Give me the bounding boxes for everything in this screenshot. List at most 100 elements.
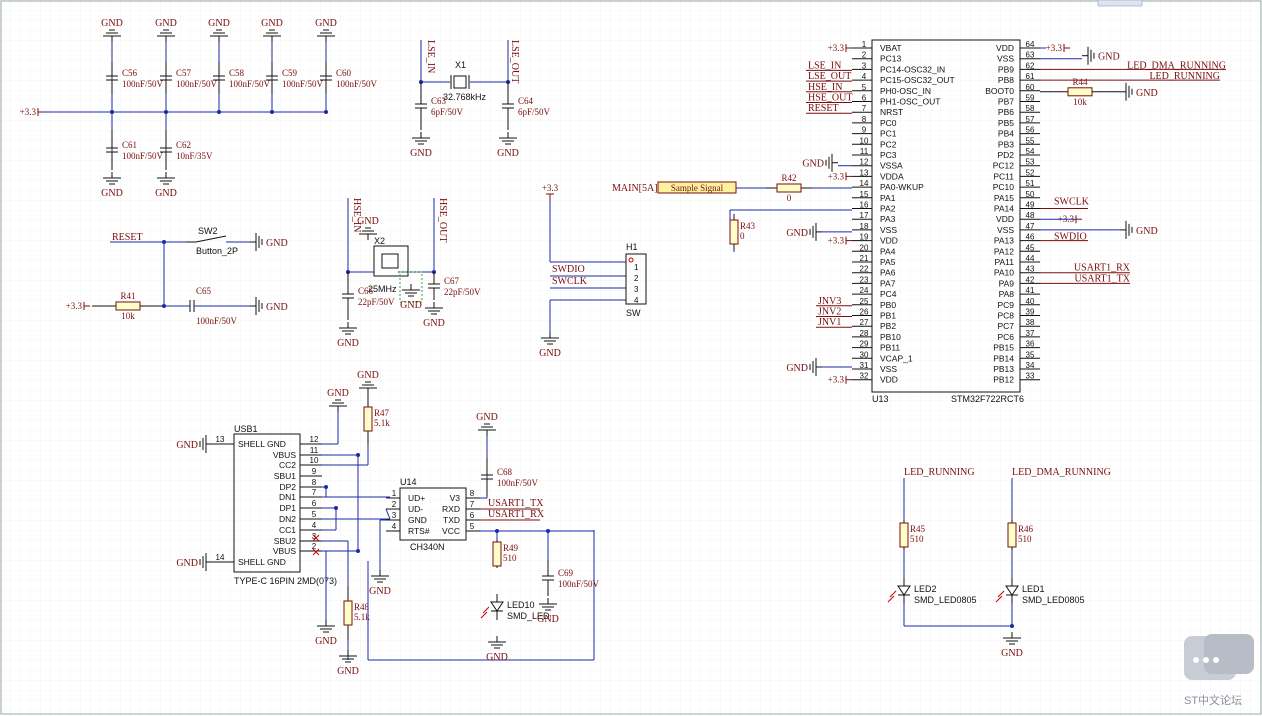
mcu-pin-name: VDD xyxy=(996,214,1014,224)
gnd-symbol xyxy=(317,29,335,42)
cap-value: 6pF/50V xyxy=(431,107,464,117)
gnd-symbol xyxy=(809,358,822,376)
mcu-pin-name: PB7 xyxy=(998,97,1014,107)
header-value: SW xyxy=(626,308,641,318)
usb-part: TYPE-C 16PIN 2MD(073) xyxy=(234,576,337,586)
cap-ref: C68 xyxy=(497,467,513,477)
usb-pin-number: 14 xyxy=(216,553,225,562)
mcu-pin-name: PA8 xyxy=(999,289,1015,299)
led-value: SMD_LED0805 xyxy=(1022,595,1085,605)
v33-label: +3.3 xyxy=(828,236,845,246)
gnd-label: GND xyxy=(357,370,379,381)
mcu-pin-number: 61 xyxy=(1026,72,1035,81)
mcu-pin-number: 60 xyxy=(1026,83,1035,92)
mcu-net-label: SWDIO xyxy=(1054,232,1087,243)
gnd-label: GND xyxy=(369,586,391,597)
usb-pin-name: SHELL GND xyxy=(238,557,286,567)
mcu-pin-name: PA13 xyxy=(994,236,1014,246)
mcu-net-label: LSE_IN xyxy=(808,60,841,71)
mcu-pin-name: PB12 xyxy=(993,375,1014,385)
usb-pin-number: 6 xyxy=(312,499,317,508)
mcu-pin-name: PA7 xyxy=(880,278,896,288)
chip-pin-number: 4 xyxy=(392,522,397,531)
resistor xyxy=(115,301,141,311)
mcu-pin-name: PA4 xyxy=(880,246,896,256)
cap-value: 100nF/50V xyxy=(122,151,164,161)
mcu-pin-number: 18 xyxy=(860,222,869,231)
mcu-pin-number: 26 xyxy=(860,308,869,317)
cap-ref: C69 xyxy=(558,568,574,578)
lse-out-label: LSE_OUT xyxy=(509,40,520,83)
crystal-ref: X2 xyxy=(374,236,385,246)
mcu-pin-number: 4 xyxy=(862,72,867,81)
mcu-pin-number: 47 xyxy=(1026,222,1035,231)
resistor-ref: R48 xyxy=(354,602,370,612)
gnd-symbol xyxy=(541,332,559,345)
chip-pin-number: 6 xyxy=(470,511,475,520)
mcu-pin-name: VSS xyxy=(997,54,1014,64)
mcu-pin-name: PC6 xyxy=(997,332,1014,342)
cap-value: 100nF/50V xyxy=(558,579,600,589)
resistor-value: 510 xyxy=(910,534,924,544)
crystal-x2 xyxy=(381,253,399,269)
resistor xyxy=(343,600,353,626)
usb-pin-name: DP1 xyxy=(279,503,296,513)
resistor-ref: R43 xyxy=(740,221,756,231)
gnd-label: GND xyxy=(315,18,337,29)
gnd-symbol xyxy=(263,29,281,42)
mcu-pin-name: PC11 xyxy=(993,171,1014,181)
cap-value: 100nF/50V xyxy=(229,79,271,89)
mcu-pin-name: PC14-OSC32_IN xyxy=(880,64,945,74)
chip-pin-name: RTS# xyxy=(408,526,430,536)
gnd-label: GND xyxy=(476,412,498,423)
usb-pin-number: 4 xyxy=(312,521,317,530)
gnd-label: GND xyxy=(315,636,337,647)
mcu-pin-name: PH1-OSC_OUT xyxy=(880,97,940,107)
mcu-net-label: HSE_IN xyxy=(808,82,842,93)
usb-pin-name: DP2 xyxy=(279,482,296,492)
wire xyxy=(385,508,391,520)
resistor-value: 0 xyxy=(787,193,792,203)
hse-out-label: HSE_OUT xyxy=(437,198,448,242)
cap-ref: C64 xyxy=(518,96,534,106)
mcu-pin-number: 35 xyxy=(1026,350,1035,359)
usb-pin-name: VBUS xyxy=(273,546,296,556)
header-pin-number: 2 xyxy=(634,274,639,283)
mcu-pin-number: 48 xyxy=(1026,211,1035,220)
usb-pin-name: VBUS xyxy=(273,450,296,460)
gnd-label: GND xyxy=(802,159,824,170)
header-pin-number: 3 xyxy=(634,285,639,294)
led-light-icon xyxy=(995,590,1005,603)
mcu-net-label: LSE_OUT xyxy=(808,71,851,82)
gnd-label: GND xyxy=(1136,88,1158,99)
mcu-pin-name: PC0 xyxy=(880,118,897,128)
mcu-pin-name: PC4 xyxy=(880,289,897,299)
cap-ref: C60 xyxy=(336,68,352,78)
resistor-value: 5.1k xyxy=(354,612,370,622)
mcu-pin-number: 62 xyxy=(1026,61,1035,70)
junction-dot xyxy=(1010,624,1014,628)
chip-pin-number: 3 xyxy=(392,511,397,520)
mcu-pin-name: PB5 xyxy=(998,118,1014,128)
mcu-pin-name: PA2 xyxy=(880,204,896,214)
junction-dot xyxy=(356,549,360,553)
mcu-pin-number: 49 xyxy=(1026,201,1035,210)
resistor-value: 510 xyxy=(503,553,517,563)
mcu-pin-name: PA9 xyxy=(999,278,1015,288)
mcu-pin-number: 23 xyxy=(860,275,869,284)
mcu-pin-name: PB9 xyxy=(998,64,1014,74)
chip-pin-name: GND xyxy=(408,515,427,525)
gnd-symbol xyxy=(1082,46,1095,65)
header-pin-number: 1 xyxy=(634,263,639,272)
mcu-pin-number: 55 xyxy=(1026,136,1035,145)
mcu-pin-name: PC3 xyxy=(880,150,897,160)
mcu-pin-number: 24 xyxy=(860,286,869,295)
chip-pin-name: VCC xyxy=(442,526,460,536)
mcu-pin-number: 15 xyxy=(860,190,869,199)
gnd-label: GND xyxy=(155,188,177,199)
cap-value: 10nF/35V xyxy=(176,151,213,161)
mcu-pin-number: 7 xyxy=(862,104,867,113)
mcu-pin-name: PC7 xyxy=(997,321,1014,331)
resistor xyxy=(776,183,802,193)
